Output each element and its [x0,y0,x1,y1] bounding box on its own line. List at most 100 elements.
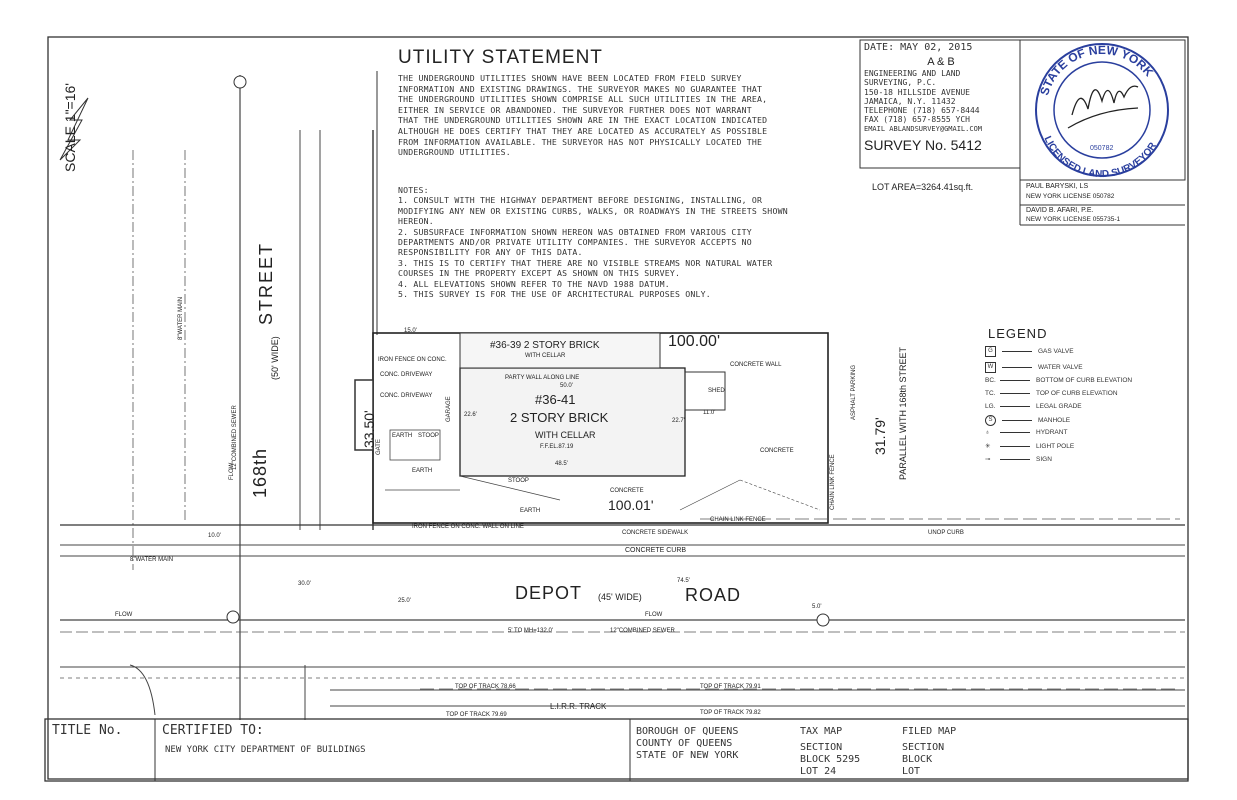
light-pole-icon: ✳ [985,443,991,450]
legend-item: W WATER VALVE [985,362,1083,373]
manhole-icon: S [985,415,996,426]
note-line: 4. ALL ELEVATIONS SHOWN REFER TO THE NAV… [398,278,670,289]
legend-label: WATER VALVE [1038,364,1083,372]
flow-label: FLOW [645,612,663,618]
dim-100-01: 100.01' [608,497,654,513]
signature [1067,85,1139,129]
license-number: NEW YORK LICENSE 050782 [1026,193,1115,200]
firm-line: TELEPHONE (718) 657-8444 [864,106,980,116]
shed-label: SHED [708,388,725,394]
svg-text:STATE OF NEW YORK: STATE OF NEW YORK [1037,43,1156,97]
hydrant-icon: ♁ [985,429,990,436]
iron-fence-top-label: IRON FENCE ON CONC. [378,357,447,363]
track-label: TOP OF TRACK 79.91 [700,684,761,690]
firm-name: A & B [927,56,955,68]
license-name: DAVID B. AFARI, P.E. [1026,207,1094,214]
dim-label: 22.7' [672,418,685,424]
surveyor-seal: STATE OF NEW YORK LICENSED LAND SURVEYOR… [1035,43,1169,180]
dim-label: 48.5' [555,461,568,467]
legend-item: LG.LEGAL GRADE [985,403,1082,410]
legend-symbol: TC. [985,390,996,397]
note-line: MODIFYING ANY NEW OR EXISTING CURBS, WAL… [398,205,788,216]
notes-title: NOTES: [398,185,429,195]
lirr-label: L.I.R.R. TRACK [550,702,607,711]
note-line: HEREON. [398,216,434,227]
firm-line: JAMAICA, N.Y. 11432 [864,96,956,106]
street-168-label: 168th [250,447,270,498]
firm-line: 150-18 HILLSIDE AVENUE [864,87,970,97]
party-wall-label: PARTY WALL ALONG LINE [505,375,580,381]
track-label: TOP OF TRACK 79.82 [700,710,761,716]
firm-line: EMAIL ABLANDSURVEY@GMAIL.COM [864,124,983,133]
stoop-label: STOOP [418,433,439,439]
concrete-wall-label: CONCRETE WALL [730,362,782,368]
dim-label: 22.6' [464,412,477,418]
legend-item: BC.BOTTOM OF CURB ELEVATION [985,377,1132,384]
legend-item: S MANHOLE [985,415,1070,426]
concrete-label: CONCRETE [760,448,794,454]
water-main-label: 8"WATER MAIN [130,557,174,563]
note-line: DEPARTMENTS AND/OR PRIVATE UTILITY COMPA… [398,237,752,248]
street-width-label: (50' WIDE) [270,336,280,380]
dim-label: 25.0' [398,598,411,604]
legend-item: ⊸SIGN [985,455,1052,463]
legend-item: TC. TOP OF CURB ELEVATION [985,390,1118,397]
dim-label: 74.5' [677,578,690,584]
legend-label: GAS VALVE [1038,348,1074,356]
dim-31-79: 31.79' [872,417,888,455]
dim-label: 5.0' [812,604,822,610]
flow-label: FLOW [229,462,235,480]
dim-label: 50.0' [560,383,573,389]
borough: BOROUGH OF QUEENS [636,726,739,737]
earth-label: EARTH [412,468,433,474]
neighbor-label: #36-39 2 STORY BRICK [490,340,600,351]
dim-label: 10.0' [208,533,221,539]
curb-label: CONCRETE CURB [625,547,687,554]
gate-label: GATE [376,439,382,455]
seal-number: 050782 [1090,145,1113,152]
survey-number: SURVEY No. 5412 [864,137,982,154]
driveway-label: CONC. DRIVEWAY [380,393,433,399]
iron-fence-label: IRON FENCE ON CONC. WALL ON LINE [412,524,524,530]
track-label: TOP OF TRACK 78.66 [455,684,516,690]
title-block [44,718,1189,782]
seal-box-frame [1019,39,1186,181]
firm-line: SURVEYING, P.C. [864,78,937,88]
filed-section: SECTION [902,742,945,753]
legend-label: SIGN [1036,456,1052,463]
note-line: 2. SUBSURFACE INFORMATION SHOWN HEREON W… [398,226,752,237]
concrete-label: CONCRETE [610,488,644,494]
cellar-label: WITH CELLAR [535,430,596,440]
certified-heading: CERTIFIED TO: [162,723,264,738]
firm-line: FAX (718) 657-8555 YCH [864,115,970,125]
garage-label: GARAGE [446,396,452,422]
sewer-v-label: 12"COMBINED SEWER [232,405,238,470]
filed-lot: LOT [902,766,921,777]
surveyor-box: DATE: MAY 02, 2015 A & B ENGINEERING AND… [864,42,1018,153]
sewer-label: 12"COMBINED SEWER [610,628,675,634]
legend-label: HYDRANT [1036,429,1068,436]
legend-label: LIGHT POLE [1036,443,1075,450]
utility-title: UTILITY STATEMENT [398,47,603,68]
street-word-label: STREET [256,241,276,325]
depot-width-label: (45' WIDE) [598,592,642,602]
asphalt-label: ASPHALT PARKING [851,364,857,420]
dim-33-50: 33.50' [361,410,377,448]
survey-date: DATE: MAY 02, 2015 [864,42,973,53]
legend-item: ✳ LIGHT POLE [985,442,1074,450]
license-name: PAUL BARYSKI, LS [1026,183,1089,190]
tax-block: BLOCK 5295 [800,754,861,765]
legend-item: ♁ HYDRANT [985,429,1067,436]
water-valve-icon: W [985,362,996,373]
legend-label: MANHOLE [1038,417,1071,425]
dim-label: 11.0' [703,410,716,416]
neighbor-cellar: WITH CELLAR [525,353,566,359]
legend-label: TOP OF CURB ELEVATION [1036,390,1118,397]
filed-block: BLOCK [902,754,933,765]
unop-curb-label: UNOP CURB [928,530,964,536]
lot-area: LOT AREA=3264.41sq.ft. [872,182,974,192]
building-footprint [459,367,686,477]
note-line: 1. CONSULT WITH THE HIGHWAY DEPARTMENT B… [398,195,763,206]
